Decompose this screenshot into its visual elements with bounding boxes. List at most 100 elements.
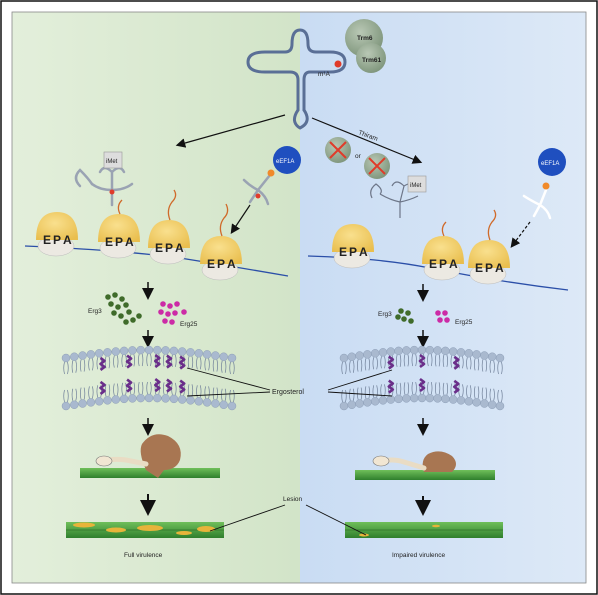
left-ribo2-a: A xyxy=(125,235,134,249)
lipid-head xyxy=(441,394,450,404)
lipid-head xyxy=(86,398,96,407)
left-eef1a xyxy=(273,146,301,174)
lipid-tail xyxy=(171,354,177,367)
left-eef1a-label: eEF1A xyxy=(276,159,294,165)
right-ribo2-e: E xyxy=(429,257,437,271)
lipid-head xyxy=(136,345,145,355)
lipid-tail xyxy=(497,389,503,403)
right-erg25-label: Erg25 xyxy=(455,319,473,326)
lipid-head xyxy=(61,353,71,363)
lipid-head xyxy=(472,398,481,407)
lipid-head xyxy=(153,393,162,403)
right-membrane xyxy=(339,345,505,411)
right-ribo3-a: A xyxy=(495,261,504,275)
lipid-tail xyxy=(121,382,127,395)
left-ribo4-a: A xyxy=(227,257,236,271)
lipid-head xyxy=(410,345,419,355)
lipid-tail xyxy=(372,357,378,370)
left-eef-arrow xyxy=(230,204,251,234)
left-peptide-4 xyxy=(219,203,229,237)
lipid-head xyxy=(394,394,403,404)
lipid-head xyxy=(78,351,87,360)
lipid-head xyxy=(449,395,458,404)
lipid-head xyxy=(488,352,497,361)
lipid-tail xyxy=(489,388,495,401)
left-panel-bg xyxy=(12,12,300,583)
left-ribo2-e: E xyxy=(105,235,113,249)
lipid-head xyxy=(417,393,427,403)
m1a-dot xyxy=(334,60,342,68)
left-ribo1-p: P xyxy=(53,233,61,247)
lipid-head xyxy=(363,350,372,359)
lipid-head xyxy=(211,351,220,360)
lipid-tail xyxy=(481,387,487,400)
lipid-head xyxy=(186,396,195,405)
lipid-tail xyxy=(204,358,210,371)
left-peptide-3 xyxy=(167,189,177,221)
lipid-tail xyxy=(88,358,94,371)
lipid-tail xyxy=(481,359,487,372)
left-ribo3-a: A xyxy=(175,241,184,255)
lipid-head xyxy=(144,345,154,355)
lipid-tail xyxy=(229,361,235,375)
lesion-label: Lesion xyxy=(283,496,303,503)
lipid-tail xyxy=(63,389,69,403)
lipid-tail xyxy=(63,361,69,375)
lipid-head xyxy=(70,352,79,361)
lipid-tail xyxy=(357,359,363,372)
lipid-tail xyxy=(427,354,433,367)
left-ribo1-e: E xyxy=(43,233,51,247)
ergosterol-molecule xyxy=(418,377,426,393)
ergosterol-molecule xyxy=(125,378,133,393)
lipid-head xyxy=(495,401,505,411)
lipid-head xyxy=(144,393,154,403)
lipid-head xyxy=(186,348,195,357)
left-imet-label: iMet xyxy=(106,159,118,165)
lipid-head xyxy=(219,352,228,361)
lipid-head xyxy=(456,348,466,357)
left-ribosome-2 xyxy=(98,214,140,259)
right-panel-bg xyxy=(300,12,586,583)
lipid-tail xyxy=(403,382,409,395)
lipid-tail xyxy=(364,358,370,371)
lipid-head xyxy=(433,346,442,355)
lipid-head xyxy=(386,347,395,356)
right-peptide-3 xyxy=(487,209,497,241)
lipid-head xyxy=(153,345,162,355)
lipid-tail xyxy=(466,385,472,398)
right-infection xyxy=(355,451,495,480)
lipid-head xyxy=(378,348,388,357)
ergosterol-molecule xyxy=(453,355,460,370)
lipid-tail xyxy=(71,360,77,373)
left-outcome: Full virulence xyxy=(124,552,163,559)
arrow-to-right xyxy=(311,117,423,164)
left-leaf xyxy=(66,522,224,538)
lesion-callouts xyxy=(209,504,367,536)
lipid-tail xyxy=(71,388,77,401)
right-ribo2-p: P xyxy=(439,257,447,271)
lipid-head xyxy=(94,397,104,406)
lipid-head xyxy=(378,396,388,405)
inner-frame xyxy=(11,11,587,584)
ergosterol-molecule xyxy=(178,355,186,370)
lipid-head xyxy=(128,346,137,355)
lipid-head xyxy=(111,395,121,404)
lipid-tail xyxy=(411,354,417,367)
right-eef-arrow xyxy=(510,221,531,248)
lipid-head xyxy=(119,346,129,356)
left-peptide-2 xyxy=(117,199,123,215)
lipid-tail xyxy=(396,354,402,367)
lipid-head xyxy=(161,394,170,403)
left-ribo3-e: E xyxy=(155,241,163,255)
lipid-head xyxy=(194,349,204,358)
right-ribo1-p: P xyxy=(349,245,357,259)
left-erg25-dots xyxy=(158,301,187,325)
lipid-head xyxy=(61,401,71,411)
right-ribosome-3 xyxy=(468,240,510,285)
right-eef1a xyxy=(538,148,566,176)
ergosterol-molecule xyxy=(154,354,161,369)
right-aa-dot xyxy=(542,182,550,190)
left-ribo2-p: P xyxy=(115,235,123,249)
lipid-head xyxy=(410,393,419,403)
arrow-to-left xyxy=(175,114,286,148)
